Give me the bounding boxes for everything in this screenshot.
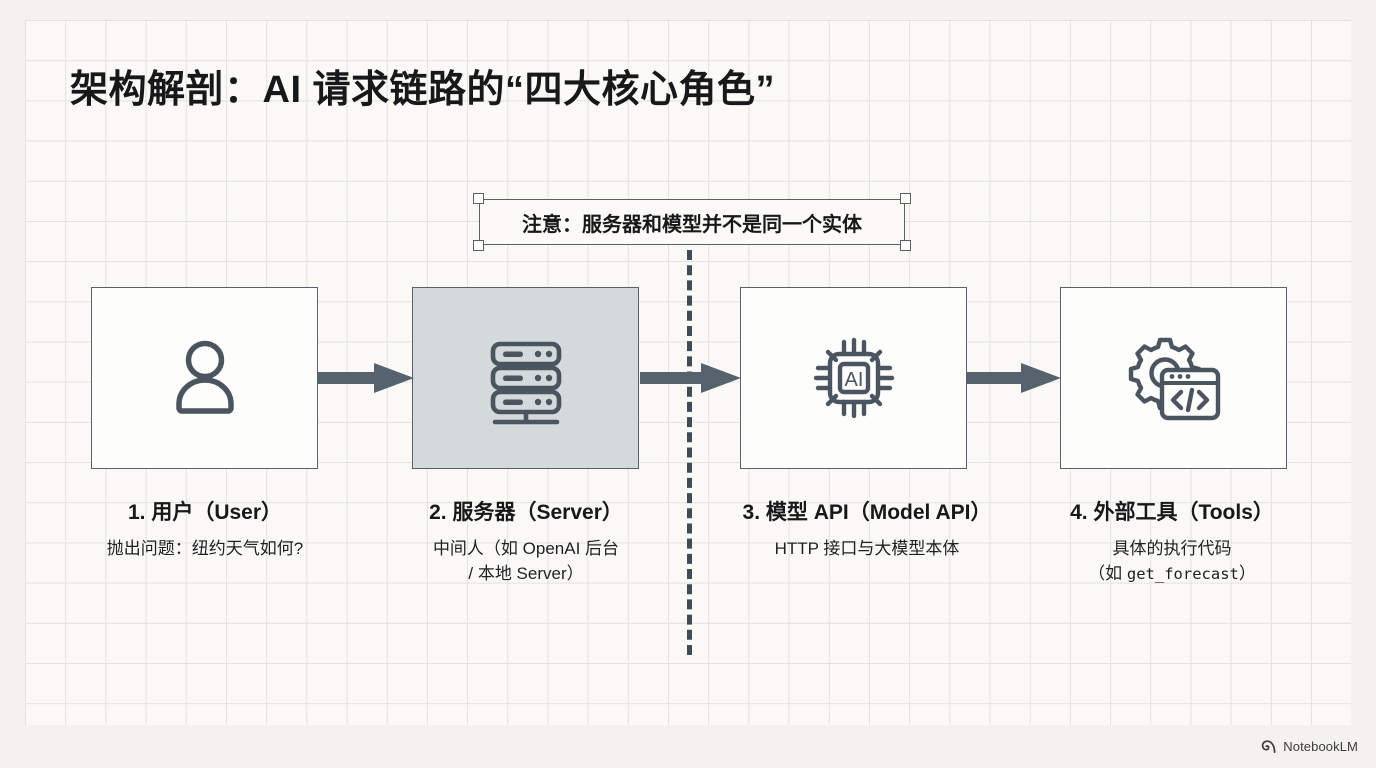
caption-desc-line-mono: （如 get_forecast） <box>1012 562 1332 587</box>
step-card-tools[interactable] <box>1060 287 1287 469</box>
mono-prefix: （如 <box>1088 563 1127 583</box>
caption-desc-line: 具体的执行代码 <box>1112 539 1232 558</box>
arrow-model-api-to-tools <box>967 363 1061 393</box>
note-textbox-frame[interactable]: 注意：服务器和模型并不是同一个实体 <box>479 199 905 245</box>
caption-desc: 抛出问题：纽约天气如何? <box>45 537 365 562</box>
selection-handle-bottom-right[interactable] <box>900 240 911 251</box>
caption-title: 4. 外部工具（Tools） <box>1070 501 1274 524</box>
page-title: 架构解剖：AI 请求链路的“四大核心角色” <box>70 69 776 111</box>
dashed-separator <box>687 250 692 655</box>
caption-desc-line: 抛出问题：纽约天气如何? <box>106 539 304 558</box>
user-icon <box>175 340 234 414</box>
ai-chip-icon: AI <box>813 337 894 419</box>
caption-title: 3. 模型 API（Model API） <box>742 501 992 524</box>
selection-handle-bottom-left[interactable] <box>473 240 484 251</box>
caption-title: 1. 用户（User） <box>127 501 283 524</box>
caption-model-api: 3. 模型 API（Model API） HTTP 接口与大模型本体 <box>707 496 1027 562</box>
notebooklm-logo-icon <box>1262 740 1276 754</box>
step-card-model-api[interactable]: AI <box>740 287 967 469</box>
chip-label: AI <box>844 369 863 391</box>
server-icon <box>490 341 561 425</box>
arrow-user-to-server <box>318 363 414 393</box>
caption-server: 2. 服务器（Server） 中间人（如 OpenAI 后台 / 本地 Serv… <box>366 496 686 586</box>
mono-suffix: ） <box>1238 563 1256 583</box>
caption-desc-line: 中间人（如 OpenAI 后台 <box>432 539 620 558</box>
caption-desc-line: / 本地 Server） <box>468 563 584 583</box>
caption-desc-line: HTTP 接口与大模型本体 <box>774 539 960 558</box>
caption-user: 1. 用户（User） 抛出问题：纽约天气如何? <box>45 496 365 562</box>
tool-function-name: get_forecast <box>1126 564 1239 583</box>
step-card-server[interactable] <box>412 287 639 469</box>
note-textbox[interactable]: 注意：服务器和模型并不是同一个实体 <box>473 193 911 251</box>
selection-handle-top-left[interactable] <box>473 193 484 204</box>
selection-handle-top-right[interactable] <box>900 193 911 204</box>
note-text: 注意：服务器和模型并不是同一个实体 <box>522 213 862 236</box>
arrow-server-to-model-api <box>640 363 741 393</box>
caption-desc: 中间人（如 OpenAI 后台 / 本地 Server） <box>366 537 686 586</box>
caption-title: 2. 服务器（Server） <box>429 501 623 524</box>
watermark: NotebookLM <box>1261 739 1358 754</box>
caption-tools: 4. 外部工具（Tools） 具体的执行代码 （如 get_forecast） <box>1012 496 1332 586</box>
step-card-user[interactable] <box>91 287 318 469</box>
watermark-label: NotebookLM <box>1283 739 1358 754</box>
gear-code-icon <box>1128 337 1220 421</box>
caption-desc: HTTP 接口与大模型本体 <box>707 537 1027 562</box>
caption-desc: 具体的执行代码 （如 get_forecast） <box>1012 537 1332 586</box>
